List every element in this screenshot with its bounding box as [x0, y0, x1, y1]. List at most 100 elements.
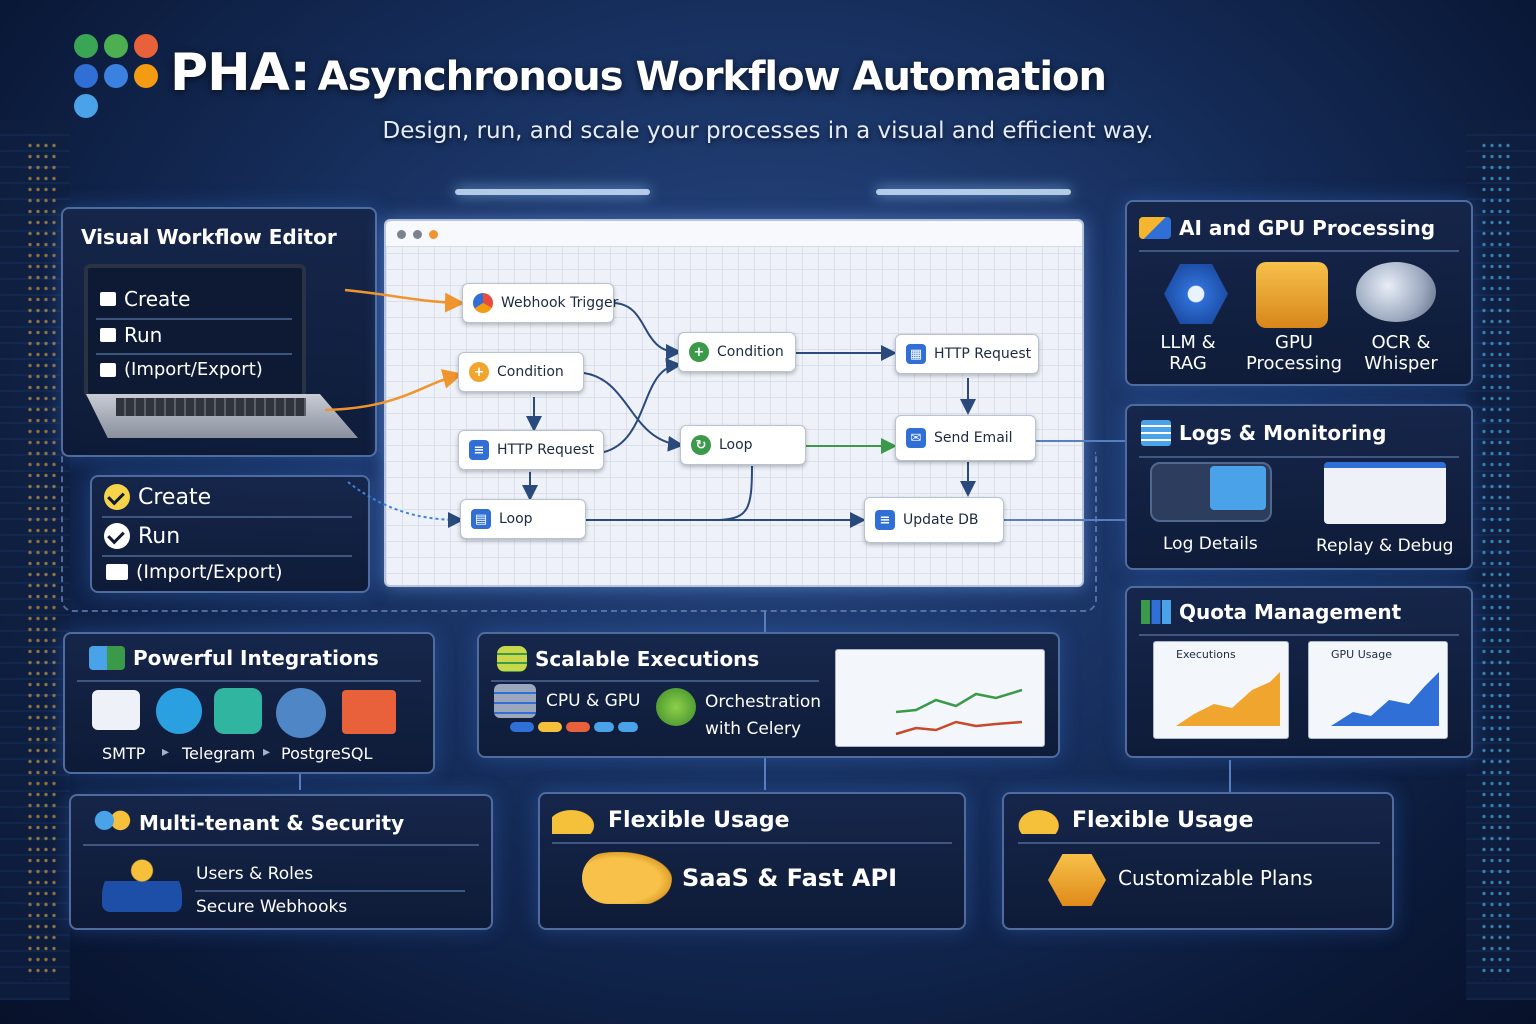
node-label: Update DB: [903, 512, 979, 528]
laptop-keyboard: [116, 398, 306, 416]
node-condition-a[interactable]: + Condition: [458, 352, 584, 392]
node-send-email[interactable]: ✉ Send Email: [895, 415, 1036, 461]
menu-divider: [96, 318, 292, 320]
panel-divider: [1018, 842, 1380, 844]
smtp-mail-icon[interactable]: [92, 690, 140, 730]
panel-divider: [1139, 634, 1459, 636]
celery-icon: [656, 688, 696, 726]
database-icon: ≡: [469, 440, 489, 460]
gpu-icon: [1256, 262, 1328, 328]
arrow-icon: ▸: [162, 744, 170, 760]
loop-icon: ▤: [471, 509, 491, 529]
menu-label: (Import/Export): [124, 359, 263, 380]
node-webhook-trigger[interactable]: Webhook Trigger: [462, 283, 618, 323]
replay-debug-icon: [1324, 462, 1446, 524]
refresh-icon: ↻: [691, 435, 711, 455]
panel-title-text: Scalable Executions: [535, 647, 760, 671]
panel-title-text: Multi-tenant & Security: [139, 811, 405, 835]
multitenant-users-roles: Users & Roles: [196, 864, 314, 884]
postgresql-icon[interactable]: [276, 688, 326, 738]
window-dot: [397, 230, 406, 239]
panel-divider: [1139, 250, 1459, 252]
panel-divider: [77, 680, 421, 682]
integration-label-telegram: Telegram: [182, 744, 256, 763]
node-loop-b[interactable]: ↻ Loop: [680, 425, 806, 465]
telegram-icon[interactable]: [156, 688, 202, 734]
condition-icon: +: [469, 362, 489, 382]
bar-chart-icon: [1141, 600, 1171, 624]
chart-title: GPU Usage: [1331, 648, 1392, 661]
quota-title: Quota Management: [1141, 600, 1401, 624]
title-text: Asynchronous Workflow Automation: [317, 54, 1107, 100]
ai-layers-icon: [1139, 217, 1171, 239]
multitenant-secure-webhooks: Secure Webhooks: [196, 897, 348, 917]
node-label: Loop: [719, 437, 753, 453]
rack-lights-left: [26, 140, 56, 980]
scalable-cpu-gpu: CPU & GPU: [546, 691, 641, 711]
flex2-title: Flexible Usage: [1018, 806, 1254, 834]
rack-lights-right: [1480, 140, 1510, 980]
folder-icon: [106, 564, 128, 580]
node-update-db[interactable]: ≡ Update DB: [864, 497, 1004, 543]
canvas-titlebar: [386, 221, 1082, 247]
ceiling-light: [455, 189, 650, 195]
page-title: PHA:Asynchronous Workflow Automation: [170, 43, 1107, 103]
panel-title-text: Quota Management: [1179, 600, 1402, 624]
executions-area: [1176, 672, 1280, 726]
panel-divider: [491, 680, 819, 682]
panel-title-text: AI and GPU Processing: [1179, 216, 1436, 240]
laptop-menu-create[interactable]: Create: [100, 287, 190, 311]
menu-divider: [102, 555, 352, 557]
magnifier-icon: [1210, 466, 1266, 510]
logs-item-details: Log Details: [1163, 534, 1258, 554]
menu-create[interactable]: Create: [104, 484, 211, 510]
panel-divider: [83, 844, 479, 846]
user-roles-icon: [102, 856, 182, 912]
gpu-usage-chart: GPU Usage: [1308, 641, 1448, 739]
logs-title: Logs & Monitoring: [1141, 420, 1386, 446]
users-icon: [93, 810, 131, 836]
flex1-title: Flexible Usage: [552, 806, 790, 834]
status-pill: [566, 722, 590, 732]
logs-item-replay: Replay & Debug: [1316, 536, 1454, 556]
node-label: Webhook Trigger: [501, 295, 619, 311]
node-condition-b[interactable]: + Condition: [678, 332, 796, 372]
flex2-label: Customizable Plans: [1118, 866, 1313, 890]
scalable-title: Scalable Executions: [497, 646, 759, 672]
menu-run[interactable]: Run: [104, 523, 180, 549]
node-loop-a[interactable]: ▤ Loop: [460, 499, 586, 539]
ceiling-light: [876, 189, 1071, 195]
saas-cloud-icon: [582, 852, 672, 904]
integrations-icon: [89, 646, 125, 670]
status-pill: [618, 722, 638, 732]
node-label: HTTP Request: [497, 442, 595, 458]
menu-label: Create: [124, 287, 191, 311]
editor-frame: [61, 452, 1097, 612]
scalable-orchestration: Orchestration: [705, 692, 822, 712]
laptop-menu-import-export[interactable]: (Import/Export): [100, 359, 263, 380]
logs-icon: [1141, 420, 1171, 446]
redis-icon[interactable]: [342, 690, 396, 734]
node-label: Condition: [717, 344, 784, 360]
node-http-request-b[interactable]: ▦ HTTP Request: [895, 334, 1039, 374]
gpu-usage-area: [1331, 672, 1439, 726]
editor-menu-panel: [90, 475, 370, 593]
panel-divider: [195, 890, 465, 892]
menu-import-export[interactable]: (Import/Export): [106, 561, 282, 583]
node-label: HTTP Request: [934, 346, 1032, 362]
automation-icon[interactable]: [214, 688, 262, 734]
line-chart-svg: [895, 688, 1023, 736]
integration-label-postgresql: PostgreSQL: [281, 744, 373, 763]
ai-item-llm: LLM &RAG: [1160, 332, 1216, 374]
panel-title-text: Logs & Monitoring: [1179, 421, 1387, 445]
laptop-menu-run[interactable]: Run: [100, 323, 162, 347]
status-pill: [510, 722, 534, 732]
brand-name: PHA:: [170, 43, 311, 103]
play-icon: [100, 328, 116, 342]
node-http-request-a[interactable]: ≡ HTTP Request: [458, 430, 604, 470]
cpu-gpu-icon: [494, 684, 536, 718]
arrow-icon: ▸: [263, 744, 271, 760]
executions-chart: Executions: [1153, 641, 1289, 739]
window-dot: [429, 230, 438, 239]
